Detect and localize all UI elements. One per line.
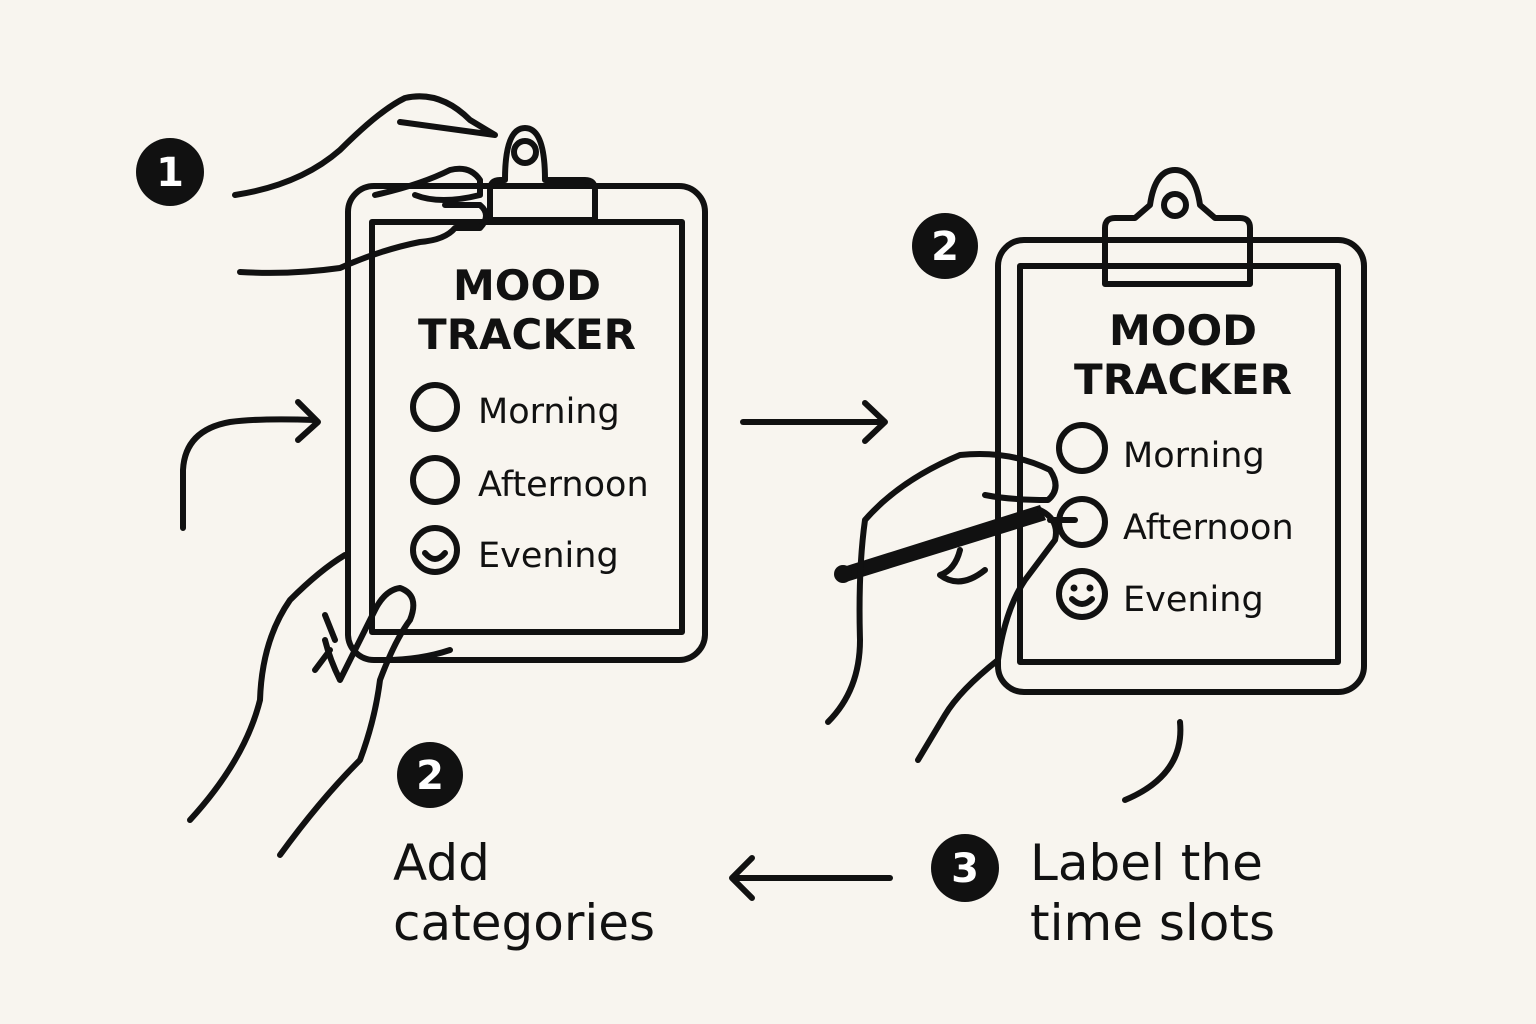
caption-add-line2: categories [393,894,655,952]
hand-top-left [232,93,498,276]
afternoon-circle-icon [410,455,460,505]
hand-bottom-left [187,552,453,858]
morning-circle-icon [410,382,460,432]
clipboard-right: MOOD TRACKER Morning Afternoon Evening [995,167,1367,695]
svg-text:3: 3 [951,846,979,892]
left-item-morning: Morning [478,392,620,432]
caption-add-line1: Add [393,834,490,892]
right-title-line1: MOOD [1109,306,1257,355]
right-item-morning: Morning [1123,436,1265,476]
right-item-afternoon: Afternoon [1123,508,1294,548]
smiley-icon [410,525,460,575]
arrow-left [729,855,893,901]
clip-left [487,125,598,223]
curved-arrow-left [180,399,321,531]
caption-label-line2: time slots [1030,894,1275,952]
arrow-right [740,400,888,444]
hand-with-pen [825,451,1078,763]
left-item-afternoon: Afternoon [478,465,649,505]
svg-text:1: 1 [156,150,184,196]
left-title-line1: MOOD [453,261,601,310]
clip-ring-right [1161,191,1189,219]
left-item-evening: Evening [478,536,619,576]
svg-text:2: 2 [931,224,959,270]
right-title-line2: TRACKER [1074,355,1292,404]
curved-connector [1122,719,1184,803]
smiley-icon [1056,568,1108,620]
caption-label-line1: Label the [1030,834,1263,892]
left-title-line2: TRACKER [418,310,636,359]
svg-text:2: 2 [416,753,444,799]
clip-ring-left [511,138,539,166]
step-badge-1: 1 [136,138,204,206]
right-item-evening: Evening [1123,580,1264,620]
clip-right [1102,167,1253,287]
clipboard-left: MOOD TRACKER Morning Afternoon Evening [345,125,708,663]
step-badge-2-top: 2 [912,213,978,279]
morning-circle-icon [1056,422,1108,474]
step-badge-3: 3 [931,834,999,902]
step-badge-2-bottom: 2 [397,742,463,808]
